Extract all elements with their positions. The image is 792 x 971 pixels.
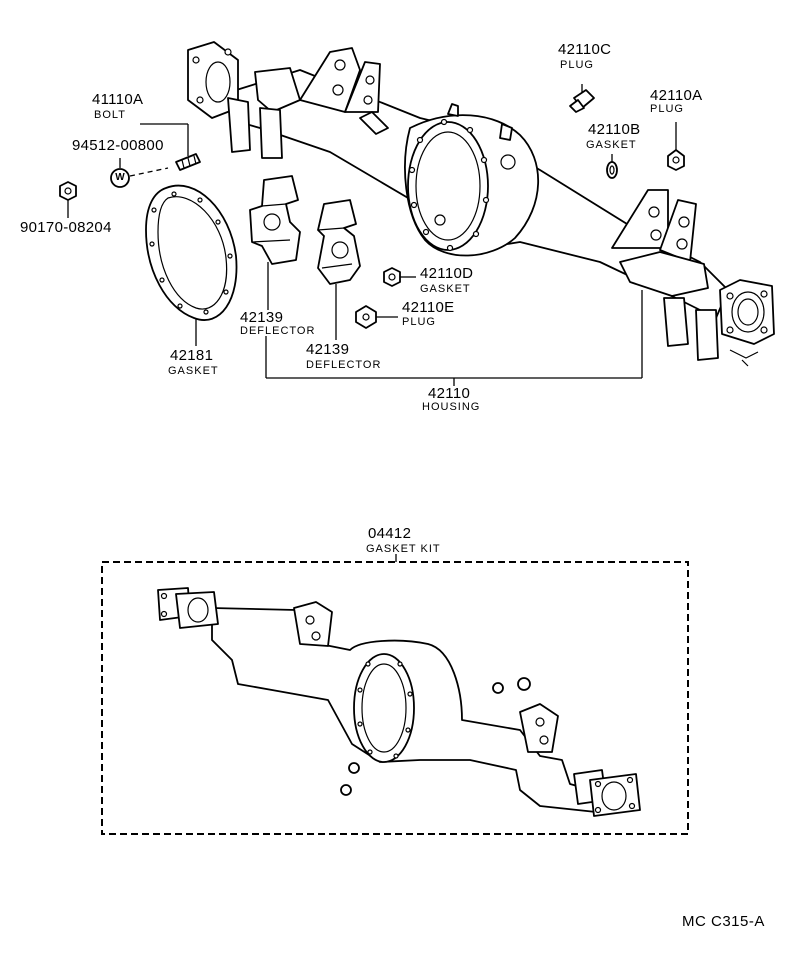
cover-gasket-drawing	[145, 184, 238, 321]
label-42110E-number: 42110E	[402, 299, 455, 316]
label-42110B-name: GASKET	[586, 139, 637, 151]
washer-mark: W	[115, 172, 125, 183]
label-42181-number: 42181	[170, 347, 214, 364]
label-41110A-number: 41110A	[92, 91, 144, 108]
plug-e-drawing	[355, 305, 377, 329]
washer-drawing	[110, 168, 130, 188]
label-42110-name: HOUSING	[422, 401, 481, 413]
deflector-left-drawing	[249, 175, 301, 265]
axle-housing-drawing	[187, 41, 775, 367]
label-42110D-number: 42110D	[420, 265, 474, 282]
label-42110C-number: 42110C	[558, 41, 612, 58]
label-41110A-name: BOLT	[94, 109, 126, 121]
label-42181-name: GASKET	[168, 365, 219, 377]
label-04412-name: GASKET KIT	[366, 543, 441, 555]
plug-a-drawing	[667, 149, 685, 171]
label-42110E-name: PLUG	[402, 316, 436, 328]
label-42110D-name: GASKET	[420, 283, 471, 295]
gasket-kit-box	[101, 554, 689, 835]
stud-bolt-drawing	[175, 153, 201, 171]
gasket-d-drawing	[383, 267, 401, 287]
label-42110C-name: PLUG	[560, 59, 594, 71]
deflector-right-drawing	[317, 199, 361, 285]
leader-lines	[67, 84, 677, 386]
label-94512-number: 94512-00800	[72, 137, 164, 154]
gasket-kit-drawing	[157, 587, 641, 817]
label-42139b-number: 42139	[306, 341, 350, 358]
gasket-b-drawing	[606, 161, 618, 179]
nut-drawing	[59, 181, 77, 201]
figure-code: MC C315-A	[682, 913, 765, 930]
label-42139a-name: DEFLECTOR	[240, 325, 316, 337]
label-42110A-name: PLUG	[650, 103, 684, 115]
label-42110A-number: 42110A	[650, 87, 703, 104]
plug-c-drawing	[569, 89, 595, 113]
label-42139b-name: DEFLECTOR	[306, 359, 382, 371]
label-42110B-number: 42110B	[588, 121, 641, 138]
label-42139a-number: 42139	[240, 309, 284, 326]
label-90170-number: 90170-08204	[20, 219, 112, 236]
label-04412-number: 04412	[368, 525, 412, 542]
label-42110-number: 42110	[428, 385, 471, 402]
